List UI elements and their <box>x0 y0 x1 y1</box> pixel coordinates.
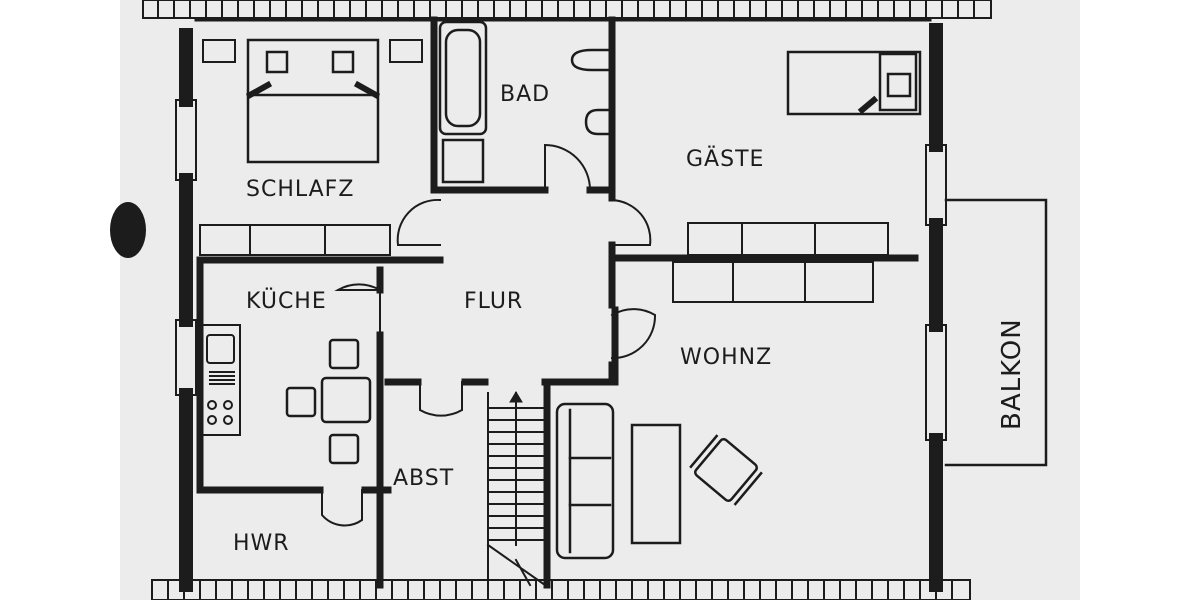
punch-hole <box>110 202 146 258</box>
room-label-wohnz: WOHNZ <box>680 345 772 370</box>
exterior-walls <box>179 23 943 592</box>
room-label-schlafz: SCHLAFZ <box>246 177 354 202</box>
room-label-hwr: HWR <box>233 531 290 556</box>
toilet <box>570 48 610 72</box>
doors <box>321 143 657 527</box>
balcony <box>944 198 1048 467</box>
armchair <box>689 434 763 506</box>
room-label-abst: ABST <box>393 466 454 491</box>
roof-eave-bottom <box>151 579 971 600</box>
coffee-table <box>630 423 682 545</box>
washbasin <box>584 108 610 136</box>
staircase <box>486 392 547 587</box>
wardrobe-gaeste <box>687 222 889 256</box>
room-label-balkon: BALKON <box>997 318 1027 430</box>
wardrobe-schlafz <box>199 224 391 256</box>
bed <box>245 38 381 164</box>
room-label-bad: BAD <box>500 82 550 107</box>
shelf-wohnz <box>672 261 874 303</box>
stair-arrow <box>509 391 523 403</box>
kitchen-counter <box>201 324 241 436</box>
exterior-windows <box>175 99 947 441</box>
roof-eave-top <box>142 0 992 19</box>
shower <box>441 138 485 184</box>
nightstands <box>202 39 423 63</box>
room-label-kueche: KÜCHE <box>246 288 327 314</box>
room-label-flur: FLUR <box>464 289 523 314</box>
interior-walls <box>196 16 919 589</box>
bathtub <box>438 20 488 136</box>
room-label-gaeste: GÄSTE <box>686 146 764 172</box>
sofa <box>555 402 615 560</box>
dining-table <box>285 338 372 465</box>
guest-furniture <box>786 50 922 116</box>
